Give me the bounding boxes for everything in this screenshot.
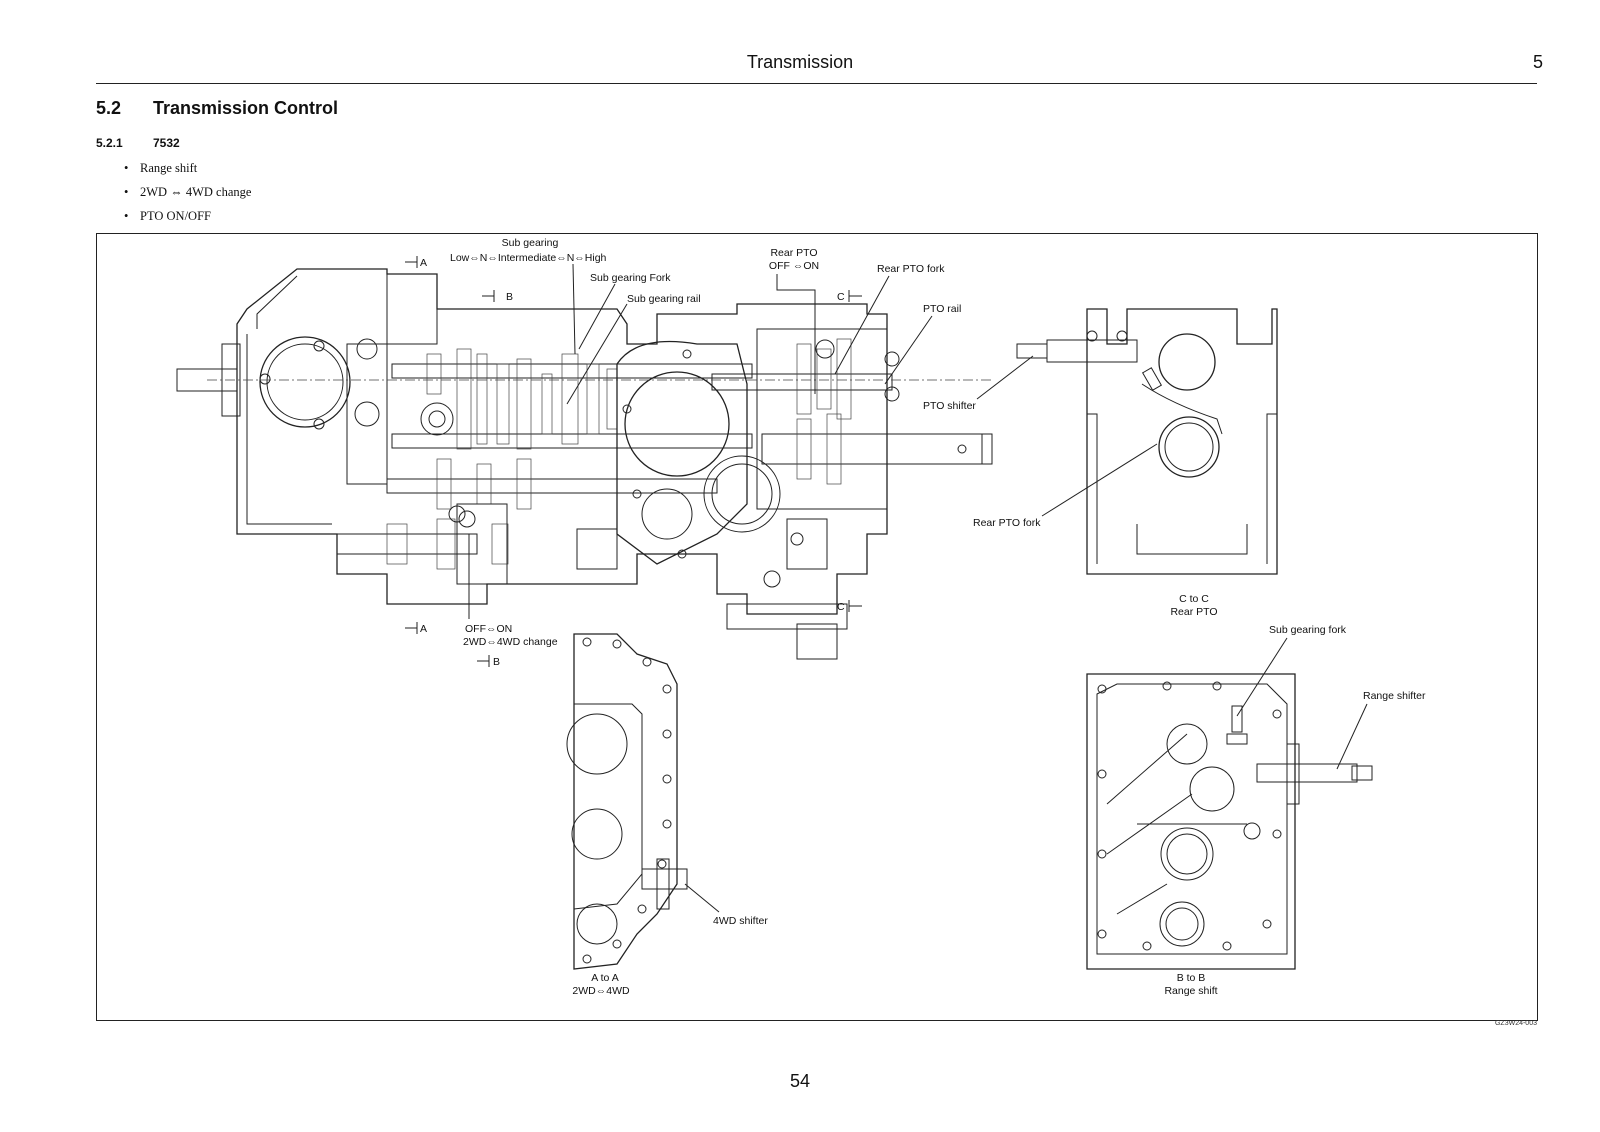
- list-item: • PTO ON/OFF: [124, 208, 251, 232]
- sub-gearing-fork-label: Sub gearing Fork: [590, 272, 671, 284]
- list-item: • Range shift: [124, 160, 251, 184]
- b-to-b-caption: Range shift: [1164, 985, 1217, 997]
- rear-pto-off-on-label: OFF ⇔ON: [769, 260, 819, 272]
- section-c-bottom-label: C: [837, 601, 845, 613]
- rear-pto-fork-2-label: Rear PTO fork: [973, 517, 1041, 529]
- list-item-text: PTO ON/OFF: [140, 209, 211, 223]
- section-markers: A B C A B C: [405, 256, 862, 668]
- c-to-c-caption: Rear PTO: [1170, 606, 1217, 618]
- c-to-c-view: C to C Rear PTO: [1016, 308, 1278, 618]
- page-number: 54: [789, 1071, 811, 1091]
- off-on-label: OFF⇔ON: [465, 623, 512, 635]
- section-b-top-label: B: [506, 291, 513, 303]
- list-item-text: 2WD ⇔ 4WD change: [140, 185, 252, 199]
- sub-gearing-rail-label: Sub gearing rail: [627, 293, 701, 305]
- pto-shifter-label: PTO shifter: [923, 400, 976, 412]
- subsection-number: 5.2.1: [96, 136, 123, 150]
- sub-gearing-label: Sub gearing: [502, 237, 559, 249]
- section-c-top-label: C: [837, 291, 845, 303]
- section-a-top-label: A: [420, 257, 427, 269]
- header-rule: [96, 83, 1537, 84]
- transmission-diagram: A B C A B C Sub gearing Low⇔N⇔Intermedia…: [96, 233, 1538, 1021]
- header-title: Transmission: [746, 52, 854, 72]
- c-to-c-title: C to C: [1179, 593, 1209, 605]
- rear-pto-label: Rear PTO: [770, 247, 817, 259]
- sub-gearing-positions-label: Low⇔N⇔Intermediate⇔N⇔High: [450, 252, 607, 264]
- a-to-a-view: 4WD shifter A to A 2WD⇔4WD: [566, 633, 768, 997]
- pto-rail-label: PTO rail: [923, 303, 961, 315]
- figure-id: GZ3W24-003: [1494, 1020, 1537, 1027]
- chapter-number: 5: [1532, 52, 1543, 72]
- b-to-b-title: B to B: [1177, 972, 1206, 984]
- bullet-icon: •: [124, 185, 129, 199]
- rear-pto-fork-label: Rear PTO fork: [877, 263, 945, 275]
- twowd-fourwd-change-label: 2WD⇔4WD change: [463, 636, 558, 648]
- section-b-bottom-label: B: [493, 656, 500, 668]
- b-to-b-view: Sub gearing fork Range shifter B to B Ra…: [1086, 624, 1426, 997]
- main-view-callouts: Sub gearing Low⇔N⇔Intermediate⇔N⇔High Su…: [450, 237, 1158, 648]
- main-cross-section: [176, 268, 993, 660]
- feature-list: • Range shift • 2WD ⇔ 4WD change • PTO ON/O…: [124, 160, 251, 232]
- list-item-text: Range shift: [140, 161, 198, 175]
- sub-gearing-fork-2-label: Sub gearing fork: [1269, 624, 1347, 636]
- bullet-icon: •: [124, 209, 129, 223]
- section-title: Transmission Control: [153, 98, 339, 118]
- list-item: • 2WD ⇔ 4WD change: [124, 184, 251, 208]
- fourwd-shifter-label: 4WD shifter: [713, 915, 768, 927]
- subsection-title: 7532: [153, 136, 180, 150]
- a-to-a-caption: 2WD⇔4WD: [572, 985, 630, 997]
- a-to-a-title: A to A: [591, 972, 618, 984]
- section-number: 5.2: [96, 98, 122, 118]
- diagram-canvas: A B C A B C Sub gearing Low⇔N⇔Intermedia…: [176, 237, 1426, 997]
- bullet-icon: •: [124, 161, 129, 175]
- section-a-bottom-label: A: [420, 623, 427, 635]
- range-shifter-label: Range shifter: [1363, 690, 1426, 702]
